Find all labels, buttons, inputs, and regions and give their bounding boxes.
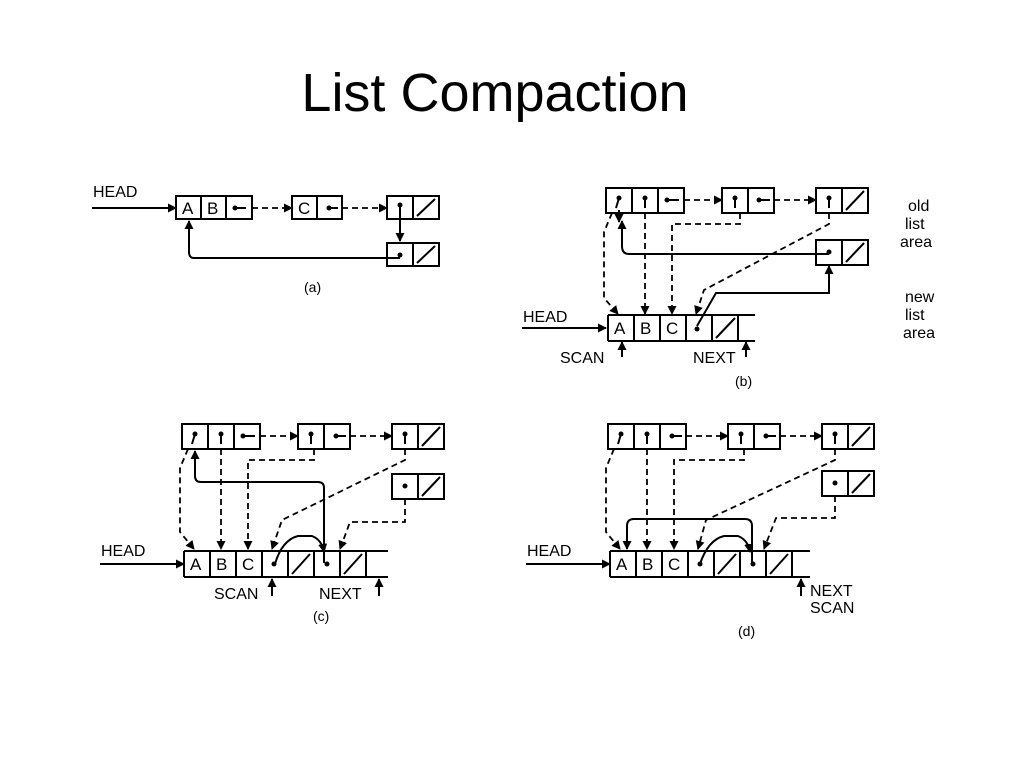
new-area-row-b: A B C <box>607 314 755 342</box>
new-cell-a: A <box>614 319 626 338</box>
loop-line-d <box>622 518 753 563</box>
head-label-b: HEAD <box>523 309 567 326</box>
panel-c: HEAD A B C SCAN <box>100 423 445 624</box>
fwd-d-c <box>270 449 406 550</box>
new-area-row-d: A B C <box>609 550 810 578</box>
old-node-3 <box>815 187 869 214</box>
head-label: HEAD <box>93 184 137 201</box>
caption-a: (a) <box>304 279 321 295</box>
fwd-c-d <box>669 449 745 550</box>
old-node-1-c <box>181 423 261 450</box>
fwd-a-d <box>605 448 621 550</box>
new-list-area-label: new list area <box>903 289 935 342</box>
new-label-2: list <box>905 307 925 324</box>
scan-label-b: SCAN <box>560 350 604 367</box>
new-cell-b: B <box>640 319 651 338</box>
old-node-2 <box>721 187 775 214</box>
old-node-4-d <box>821 470 875 497</box>
fwd-a <box>603 212 619 315</box>
new-cell-c-c: C <box>242 555 254 574</box>
next-label-b: NEXT <box>693 350 736 367</box>
loop-line-c <box>190 450 325 563</box>
panel-b: HEAD A B C SCAN NEXT (b) <box>522 187 935 389</box>
head-label-d: HEAD <box>527 543 571 560</box>
panel-a: HEAD A B C <box>92 184 440 295</box>
fwd-c <box>667 213 741 315</box>
old-label-2: list <box>905 216 925 233</box>
fwd-c-c <box>243 449 315 550</box>
loop-back-arrow <box>184 220 400 259</box>
fwd-a-c <box>179 448 195 550</box>
old-node-4 <box>815 239 869 266</box>
old-list-area-label: old list area <box>900 198 932 251</box>
new-cell-a-d: A <box>616 555 628 574</box>
new-label-3: area <box>903 325 935 342</box>
new-cell-b-d: B <box>642 555 653 574</box>
node-c: C <box>291 195 343 220</box>
old-node-3-c <box>391 423 445 450</box>
old-label-1: old <box>908 198 929 215</box>
caption-c: (c) <box>313 608 329 624</box>
new-cell-c: C <box>666 319 678 338</box>
new-label-1: new <box>905 289 935 306</box>
scan-label-d: SCAN <box>810 600 854 617</box>
new-cell-a-c: A <box>190 555 202 574</box>
slide-title: List Compaction <box>301 63 689 123</box>
fwd-e-d <box>762 496 836 550</box>
cell-c: C <box>298 199 310 218</box>
next-label-d: NEXT <box>810 583 853 600</box>
old-node-4-c <box>391 473 445 500</box>
old-node-2-c <box>297 423 351 450</box>
fwd-e-c <box>338 499 406 550</box>
node-lower <box>386 242 440 267</box>
next-label-c: NEXT <box>319 586 362 603</box>
new-to-old-arrow <box>696 265 834 327</box>
old-node-1-d <box>607 423 687 450</box>
fwd-d <box>694 213 830 315</box>
scan-label-c: SCAN <box>214 586 258 603</box>
new-cell-c-d: C <box>668 555 680 574</box>
head-label-c: HEAD <box>101 543 145 560</box>
panel-d: HEAD A B C NEXT <box>526 423 875 639</box>
old-node-2-d <box>727 423 781 450</box>
cell-b: B <box>207 199 218 218</box>
node-abc-old: A B <box>175 195 253 220</box>
cell-a: A <box>182 199 194 218</box>
caption-b: (b) <box>735 373 752 389</box>
new-area-row-c: A B C <box>183 550 388 578</box>
node-ptr-nil <box>386 195 440 220</box>
old-node-1 <box>605 187 685 214</box>
old-loop-line <box>617 220 829 255</box>
new-cell-b-c: B <box>216 555 227 574</box>
old-label-3: area <box>900 234 932 251</box>
caption-d: (d) <box>738 623 755 639</box>
fwd-d-d <box>695 449 836 550</box>
old-node-3-d <box>821 423 875 450</box>
